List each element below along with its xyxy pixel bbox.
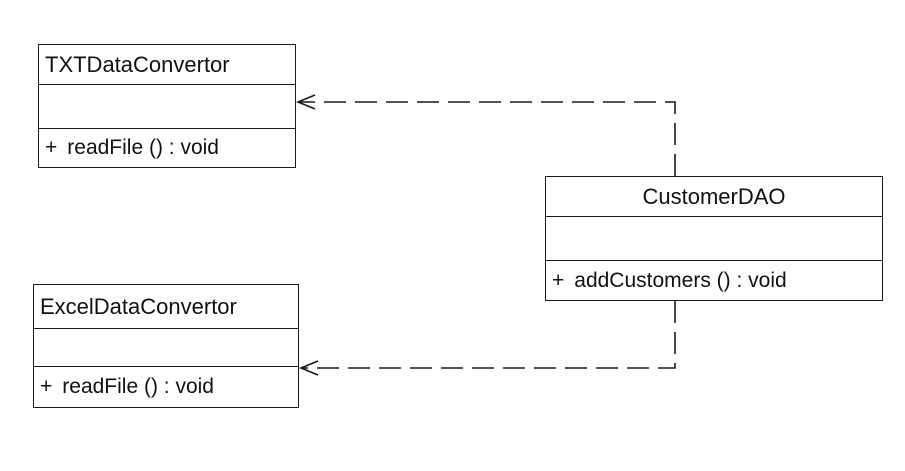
class-attributes-compartment	[546, 217, 882, 261]
class-attributes-compartment	[34, 329, 298, 367]
class-operations-compartment: + readFile () : void	[34, 367, 298, 407]
operation-visibility: +	[40, 375, 53, 398]
class-customerdao[interactable]: CustomerDAO + addCustomers () : void	[545, 176, 883, 301]
dependency-dao-to-excel	[301, 301, 676, 369]
operation-visibility: +	[45, 136, 58, 159]
class-name: CustomerDAO	[546, 177, 882, 217]
class-name: TXTDataConvertor	[39, 45, 295, 85]
class-attributes-compartment	[39, 85, 295, 129]
class-name: ExcelDataConvertor	[34, 285, 298, 329]
operation-signature: addCustomers () : void	[574, 268, 787, 292]
class-operations-compartment: + readFile () : void	[39, 129, 295, 167]
class-exceldataconvertor[interactable]: ExcelDataConvertor + readFile () : void	[33, 284, 299, 408]
class-operations-compartment: + addCustomers () : void	[546, 261, 882, 300]
operation-visibility: +	[552, 268, 565, 292]
operation-signature: readFile () : void	[67, 136, 219, 159]
operation-signature: readFile () : void	[62, 375, 214, 398]
arrowhead-excel-icon	[298, 360, 319, 376]
arrowhead-txt-icon	[295, 94, 316, 110]
dependency-dao-to-txt	[298, 101, 676, 176]
class-txtdataconvertor[interactable]: TXTDataConvertor + readFile () : void	[38, 44, 296, 168]
